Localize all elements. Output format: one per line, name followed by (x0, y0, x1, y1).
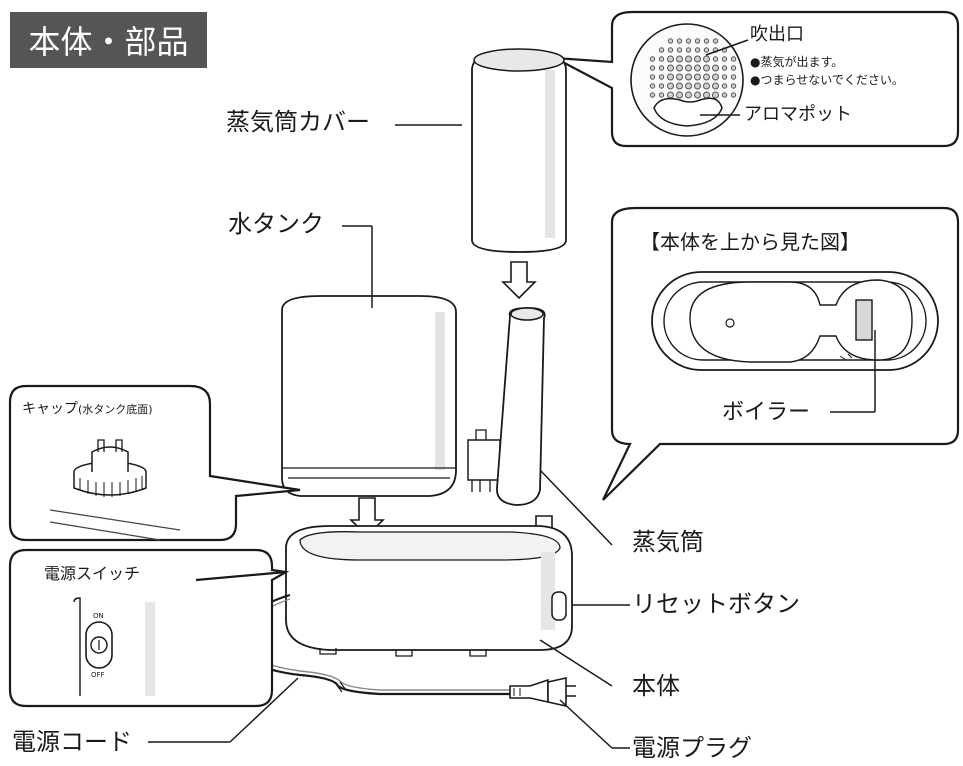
grille-hole (712, 91, 719, 99)
boiler-label: ボイラー (722, 400, 811, 425)
grille-hole (694, 47, 701, 53)
steam-tube-drawing (467, 307, 613, 546)
main-body-drawing (285, 525, 630, 687)
switch-off-label: OFF (91, 671, 105, 679)
grille-hole (685, 38, 692, 44)
down-arrow-icon (501, 261, 537, 300)
grille-hole (721, 83, 728, 89)
cap-subtitle: (水タンク底面) (78, 403, 153, 416)
grille-hole (694, 73, 701, 81)
grille-hole (685, 91, 692, 99)
top-view-body-icon (651, 271, 939, 413)
grille-hole (694, 55, 701, 63)
grille-hole (667, 82, 674, 90)
grille-hole (694, 82, 701, 90)
outlet-heading: 吹出口 (750, 24, 804, 45)
page-title: 本体・部品 (10, 12, 207, 68)
cap-heading: キャップ(水タンク底面) (22, 402, 153, 416)
grille-hole (712, 73, 719, 81)
grille-hole (721, 65, 728, 71)
grille-hole (712, 38, 719, 44)
grille-hole (703, 55, 710, 63)
grille-hole (667, 47, 674, 53)
grille-hole (694, 91, 701, 99)
grille-hole (721, 92, 728, 98)
grille-hole (667, 55, 674, 63)
cap-icon (49, 439, 181, 541)
outlet-note-clog: ●つまらせないでください。 (750, 73, 904, 87)
grille-hole (703, 47, 710, 53)
steam-tube-label: 蒸気筒 (632, 528, 704, 556)
grille-hole (694, 38, 701, 44)
grille-hole (658, 83, 665, 89)
outlet-note-steam: ●蒸気が出ます。 (750, 55, 844, 69)
grille-hole (649, 56, 656, 62)
water-tank-drawing (281, 225, 457, 497)
steam-cover-drawing (395, 48, 567, 253)
grille-hole (712, 82, 719, 90)
aroma-pot-label: アロマポット (744, 104, 852, 125)
grille-hole (712, 64, 719, 72)
grille-hole (685, 47, 692, 53)
grille-hole (649, 92, 656, 98)
grille-hole (730, 92, 737, 98)
grille-hole (685, 55, 692, 63)
grille-hole (676, 47, 683, 53)
steam-cover-label: 蒸気筒カバー (226, 108, 370, 136)
cap-callout-bubble (8, 384, 301, 542)
grille-hole (721, 56, 728, 62)
grille-hole (676, 73, 683, 81)
switch-heading: 電源スイッチ (44, 564, 141, 583)
grille-hole (658, 92, 665, 98)
grille-hole (712, 56, 719, 62)
switch-on-label: ON (93, 612, 104, 620)
grille-hole (730, 83, 737, 89)
grille-hole (658, 47, 665, 53)
grille-hole (703, 38, 710, 44)
grille-hole (667, 73, 674, 81)
cap-title: キャップ (22, 401, 78, 417)
top-view-heading: 【本体を上から見た図】 (640, 230, 860, 254)
power-switch-icon (73, 597, 155, 696)
reset-button-label: リセットボタン (632, 590, 800, 618)
grille-hole (685, 64, 692, 72)
grille-hole (676, 91, 683, 99)
power-cord-label: 電源コード (12, 728, 132, 756)
grille-hole (730, 56, 737, 62)
power-plug-label: 電源プラグ (632, 734, 752, 762)
grille-hole (694, 64, 701, 72)
grille-hole (667, 38, 674, 44)
grille-hole (667, 64, 674, 72)
grille-hole (649, 74, 656, 80)
grille-hole (676, 64, 683, 72)
grille-hole (703, 82, 710, 90)
grille-hole (730, 74, 737, 80)
grille-hole (658, 74, 665, 80)
main-body-label: 本体 (632, 672, 680, 700)
grille-hole (658, 65, 665, 71)
grille-hole (730, 65, 737, 71)
grille-hole (649, 65, 656, 71)
grille-hole (667, 91, 674, 99)
grille-hole (685, 82, 692, 90)
grille-hole (703, 91, 710, 99)
grille-hole (676, 38, 683, 44)
grille-hole (721, 74, 728, 80)
grille-hole (649, 83, 656, 89)
outlet-grille-icon (630, 23, 749, 137)
water-tank-label: 水タンク (228, 210, 324, 238)
grille-hole (676, 82, 683, 90)
grille-hole (685, 73, 692, 81)
grille-hole (703, 64, 710, 72)
grille-hole (676, 55, 683, 63)
grille-hole (703, 73, 710, 81)
grille-hole (658, 56, 665, 62)
